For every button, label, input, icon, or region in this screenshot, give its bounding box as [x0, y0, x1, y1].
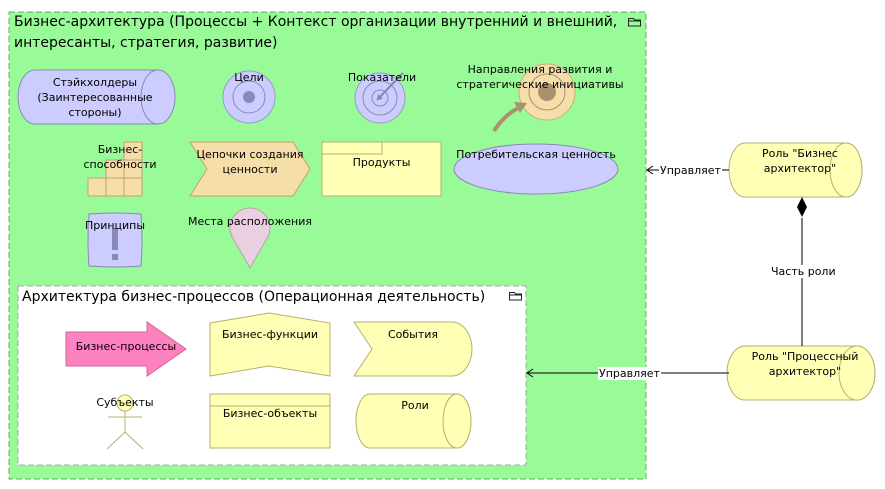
business-process-arrow[interactable] — [65, 321, 187, 377]
objects-label: Бизнес-объекты — [222, 407, 318, 420]
products-shape[interactable] — [321, 141, 442, 197]
course-of-action-icon[interactable] — [492, 63, 576, 133]
principle-icon[interactable] — [87, 212, 143, 268]
location-pin-icon[interactable] — [229, 207, 271, 270]
stakeholders-shape[interactable] — [17, 69, 176, 125]
directions-label: Направления развития и стратегические ин… — [456, 63, 624, 91]
principles-label: Принципы — [84, 219, 146, 232]
actors-label: Субъекты — [96, 396, 154, 409]
value-stream-shape[interactable] — [189, 141, 311, 197]
folder-icon — [628, 18, 641, 27]
products-label: Продукты — [352, 156, 411, 169]
capabilities-label: Бизнес- способности — [83, 143, 157, 171]
composition-relation[interactable] — [797, 197, 807, 346]
value-streams-label: Цепочки создания ценности — [196, 148, 304, 176]
events-label: События — [387, 328, 439, 341]
manages-label-2: Управляет — [598, 367, 661, 380]
metrics-label: Показатели — [347, 71, 417, 84]
role-shape[interactable] — [355, 393, 472, 449]
roles-label: Роли — [401, 399, 429, 412]
folder-icon — [509, 292, 522, 301]
business-object-shape[interactable] — [209, 393, 331, 449]
actor-icon[interactable] — [106, 394, 144, 450]
outer-group-title-line1: Бизнес-архитектура (Процессы + Контекст … — [14, 14, 618, 30]
outer-group-title-line2: интересанты, стратегия, развитие) — [14, 35, 278, 51]
outer-group-title: Бизнес-архитектура (Процессы + Контекст … — [14, 12, 617, 54]
part-of-role-label: Часть роли — [770, 265, 837, 278]
business-architect-label: Роль "Бизнес архитектор" — [762, 147, 838, 175]
metric-target-icon[interactable] — [354, 72, 406, 124]
customer-value-label: Потребительская ценность — [456, 148, 616, 161]
role-business-architect-shape[interactable] — [728, 142, 863, 198]
manages-label-1: Управляет — [659, 164, 722, 177]
stakeholders-label: Стэйкхолдеры (Заинтересованные стороны) — [37, 76, 153, 119]
customer-value-shape[interactable] — [453, 143, 619, 195]
goal-icon[interactable] — [222, 70, 276, 124]
role-process-architect-shape[interactable] — [726, 345, 876, 401]
event-shape[interactable] — [353, 321, 473, 377]
functions-label: Бизнес-функции — [221, 328, 319, 341]
goals-label: Цели — [234, 71, 264, 84]
inner-group-title: Архитектура бизнес-процессов (Операционн… — [22, 289, 486, 305]
capability-icon[interactable] — [87, 141, 143, 197]
process-architect-label: Роль "Процессный архитектор" — [751, 350, 859, 378]
locations-label: Места расположения — [187, 215, 313, 228]
business-function-shape[interactable] — [209, 312, 331, 377]
processes-label: Бизнес-процессы — [75, 340, 177, 353]
